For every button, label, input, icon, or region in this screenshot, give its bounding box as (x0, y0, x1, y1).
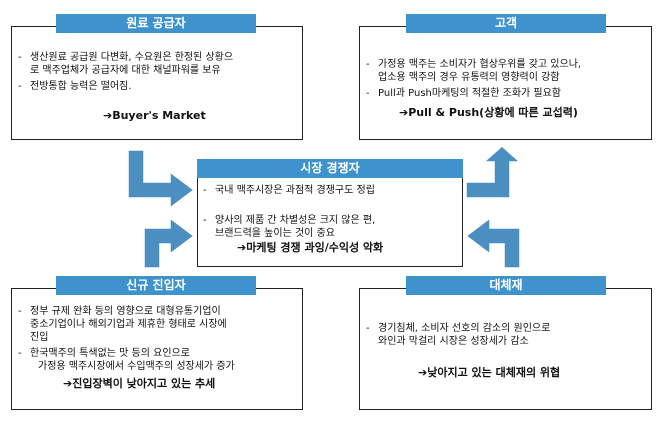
customer-bullet-1: -가정용 맥주는 소비자가 협상우위를 갖고 있으나,업소용 맥주의 경우 유통… (366, 59, 582, 83)
rivalry-bullet-2: -양사의 제품 간 차별성은 크지 않은 편,브랜드력을 높이는 것이 중요 (203, 215, 376, 239)
substitute-box (359, 288, 652, 410)
supplier-bullet-2: -전방통합 능력은 떨어짐. (18, 81, 132, 92)
rivalry-bullet-1: -국내 맥주시장은 과점적 경쟁구도 정립 (203, 185, 375, 196)
rivalry-box (197, 170, 463, 267)
customer-box (359, 26, 652, 140)
supplier-box (11, 26, 303, 140)
rivalry-conclusion: ➔마케팅 경쟁 과잉/수익성 악화 (237, 241, 384, 254)
rivalry-header: 시장 경쟁자 (197, 159, 463, 178)
customer-conclusion: ➔Pull & Push(상황에 따른 교섭력) (399, 106, 578, 119)
supplier-header: 원료 공급자 (56, 14, 256, 33)
substitute-header: 대체재 (406, 276, 606, 295)
substitute-conclusion: ➔낮아지고 있는 대체재의 위협 (418, 366, 561, 379)
customer-header: 고객 (406, 14, 606, 33)
entrant-box (11, 288, 303, 410)
entrant-conclusion: ➔진입장벽이 낮아지고 있는 추세 (63, 377, 216, 390)
supplier-conclusion: ➔Buyer's Market (103, 109, 206, 122)
customer-bullet-2: -Pull과 Push마케팅의 적절한 조화가 필요함 (366, 88, 562, 99)
entrant-header: 신규 진입자 (56, 276, 256, 295)
